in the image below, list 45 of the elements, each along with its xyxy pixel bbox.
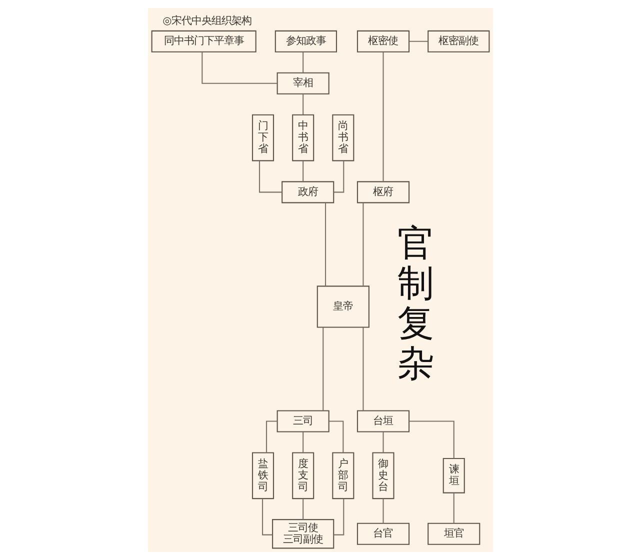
connector [452, 493, 454, 524]
diagram-title: ◎宋代中央组织架构 [162, 15, 252, 28]
node-box: 枢密使 [356, 30, 410, 52]
connector [333, 160, 344, 193]
node-box: 户部司 [332, 452, 354, 500]
node-box: 三司 [276, 410, 329, 432]
connector [265, 420, 277, 453]
node-box: 台垣 [356, 410, 410, 432]
node-box: 同中书门下平章事 [150, 30, 256, 52]
connector [201, 52, 277, 84]
label: 官制复杂 [397, 222, 434, 385]
connector [322, 327, 324, 411]
node-box: 谏垣 [442, 458, 464, 494]
node-box: 皇帝 [316, 286, 369, 328]
connector [302, 52, 304, 73]
connector [382, 498, 384, 524]
node-box: 台官 [356, 522, 410, 545]
connector [302, 432, 304, 452]
connector [382, 52, 384, 182]
node-box: 三司使 三司副使 [272, 519, 334, 549]
connector [302, 160, 304, 182]
node-box: 垣官 [427, 522, 480, 545]
connector [302, 94, 304, 114]
connector [362, 202, 364, 286]
connector [262, 498, 272, 536]
node-box: 宰相 [276, 72, 329, 94]
node-box: 枢密副使 [427, 30, 490, 52]
connector [324, 202, 326, 286]
node-box: 御史台 [372, 452, 394, 500]
node-box: 政府 [281, 181, 334, 204]
connector [408, 420, 454, 458]
node-box: 盐铁司 [251, 452, 274, 500]
connector [333, 498, 344, 536]
node-box: 中书省 [292, 114, 314, 162]
connector [302, 498, 304, 520]
connector [328, 420, 344, 453]
connector [258, 160, 282, 193]
connector [362, 327, 364, 411]
node-box: 度支司 [292, 452, 314, 500]
connector [408, 40, 428, 42]
node-box: 枢府 [356, 181, 410, 204]
node-box: 门下省 [251, 114, 274, 162]
node-box: 尚书省 [332, 114, 354, 162]
connector [382, 432, 384, 452]
node-box: 参知政事 [274, 30, 336, 52]
